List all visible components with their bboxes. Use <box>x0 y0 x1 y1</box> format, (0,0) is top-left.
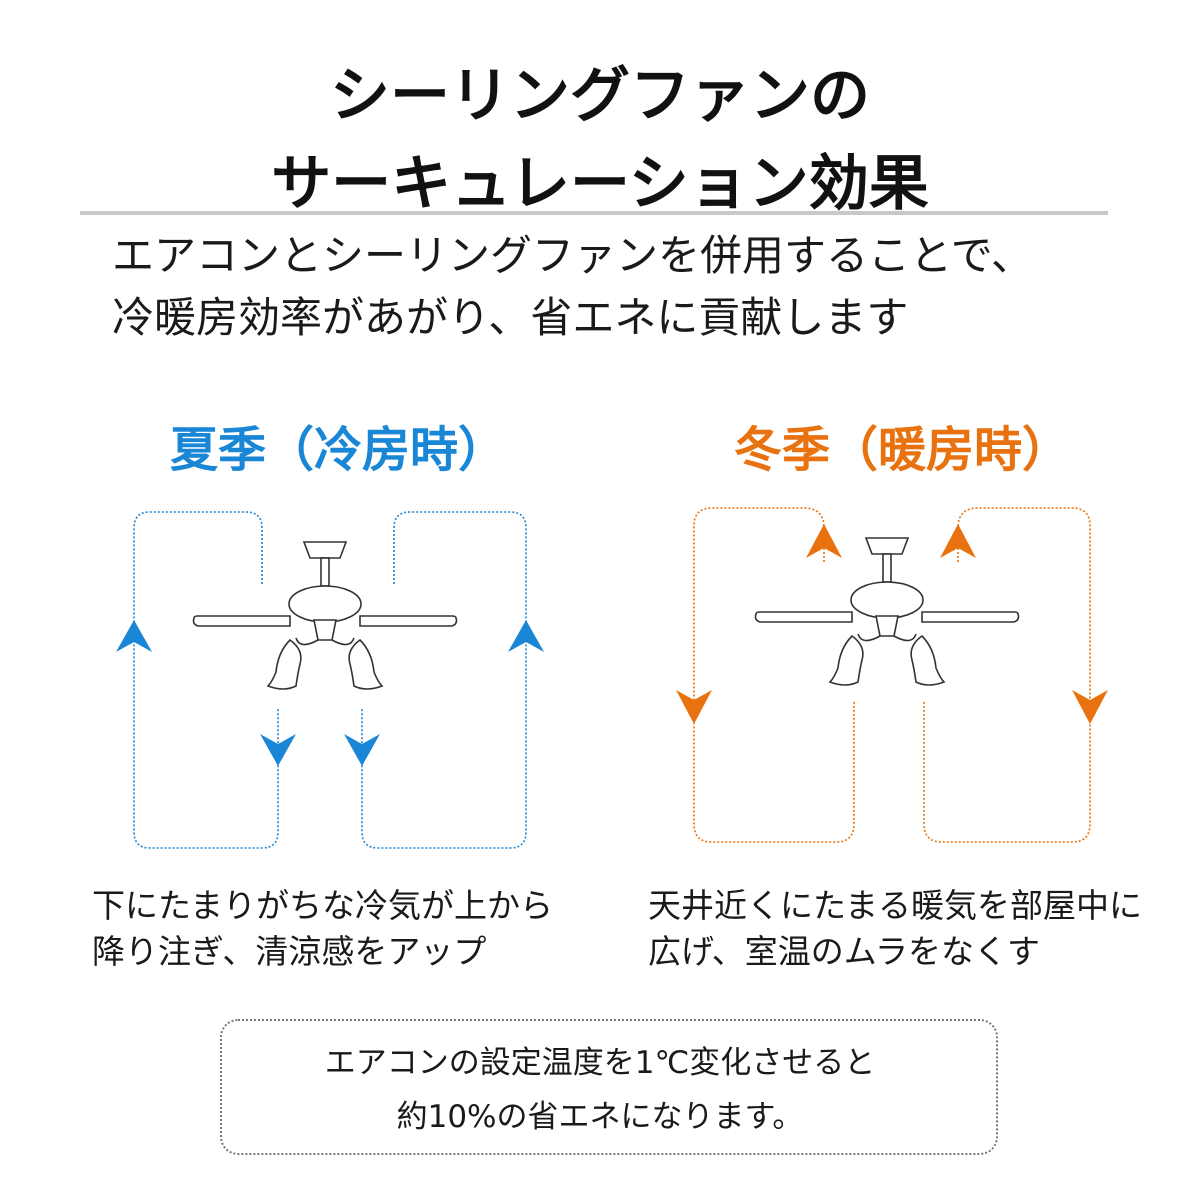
ceiling-fan-icon <box>754 537 1020 686</box>
energy-note-box <box>220 1019 998 1155</box>
summer-title: 夏季（冷房時） <box>170 422 507 478</box>
arrow-up-icon <box>940 524 976 558</box>
ceiling-fan-icon <box>192 541 458 690</box>
energy-note-line-2: 約10%の省エネになります。 <box>396 1099 804 1135</box>
winter-airflow-right <box>923 507 1091 843</box>
page-title-line-1: シーリングファンの <box>330 61 870 131</box>
intro-line-2: 冷暖房効率があがり、省エネに貢献します <box>112 293 909 342</box>
title-divider <box>80 211 1108 215</box>
winter-circulation-diagram <box>676 507 1108 843</box>
summer-caption: 下にたまりがちな冷気が上から 降り注ぎ、清涼感をアップ <box>92 883 553 975</box>
summer-airflow-right <box>361 511 527 849</box>
winter-title: 冬季（暖房時） <box>734 422 1071 478</box>
arrow-down-icon <box>344 734 380 766</box>
arrow-up-icon <box>806 524 842 558</box>
summer-caption-line-2: 降り注ぎ、清涼感をアップ <box>92 932 487 971</box>
page-title-line-2: サーキュレーション効果 <box>271 149 929 219</box>
arrow-down-icon <box>676 690 712 724</box>
winter-caption-line-2: 広げ、室温のムラをなくす <box>648 932 1041 971</box>
winter-airflow-left <box>693 507 855 843</box>
winter-caption: 天井近くにたまる暖気を部屋中に 広げ、室温のムラをなくす <box>648 883 1142 975</box>
summer-caption-line-1: 下にたまりがちな冷気が上から <box>92 886 554 925</box>
summer-circulation-diagram <box>116 511 544 849</box>
energy-note: エアコンの設定温度を1℃変化させると 約10%の省エネになります。 <box>0 1036 1200 1144</box>
page-title: シーリングファンの サーキュレーション効果 <box>0 52 1200 228</box>
intro-line-1: エアコンとシーリングファンを併用することで、 <box>112 231 1034 280</box>
arrow-down-icon <box>260 734 296 766</box>
arrow-up-icon <box>508 620 544 652</box>
energy-note-line-1: エアコンの設定温度を1℃変化させると <box>324 1045 876 1081</box>
summer-airflow-left <box>133 511 279 849</box>
winter-caption-line-1: 天井近くにたまる暖気を部屋中に <box>648 886 1143 925</box>
intro-text: エアコンとシーリングファンを併用することで、 冷暖房効率があがり、省エネに貢献し… <box>112 225 1172 349</box>
arrow-up-icon <box>116 620 152 652</box>
arrow-down-icon <box>1072 690 1108 724</box>
